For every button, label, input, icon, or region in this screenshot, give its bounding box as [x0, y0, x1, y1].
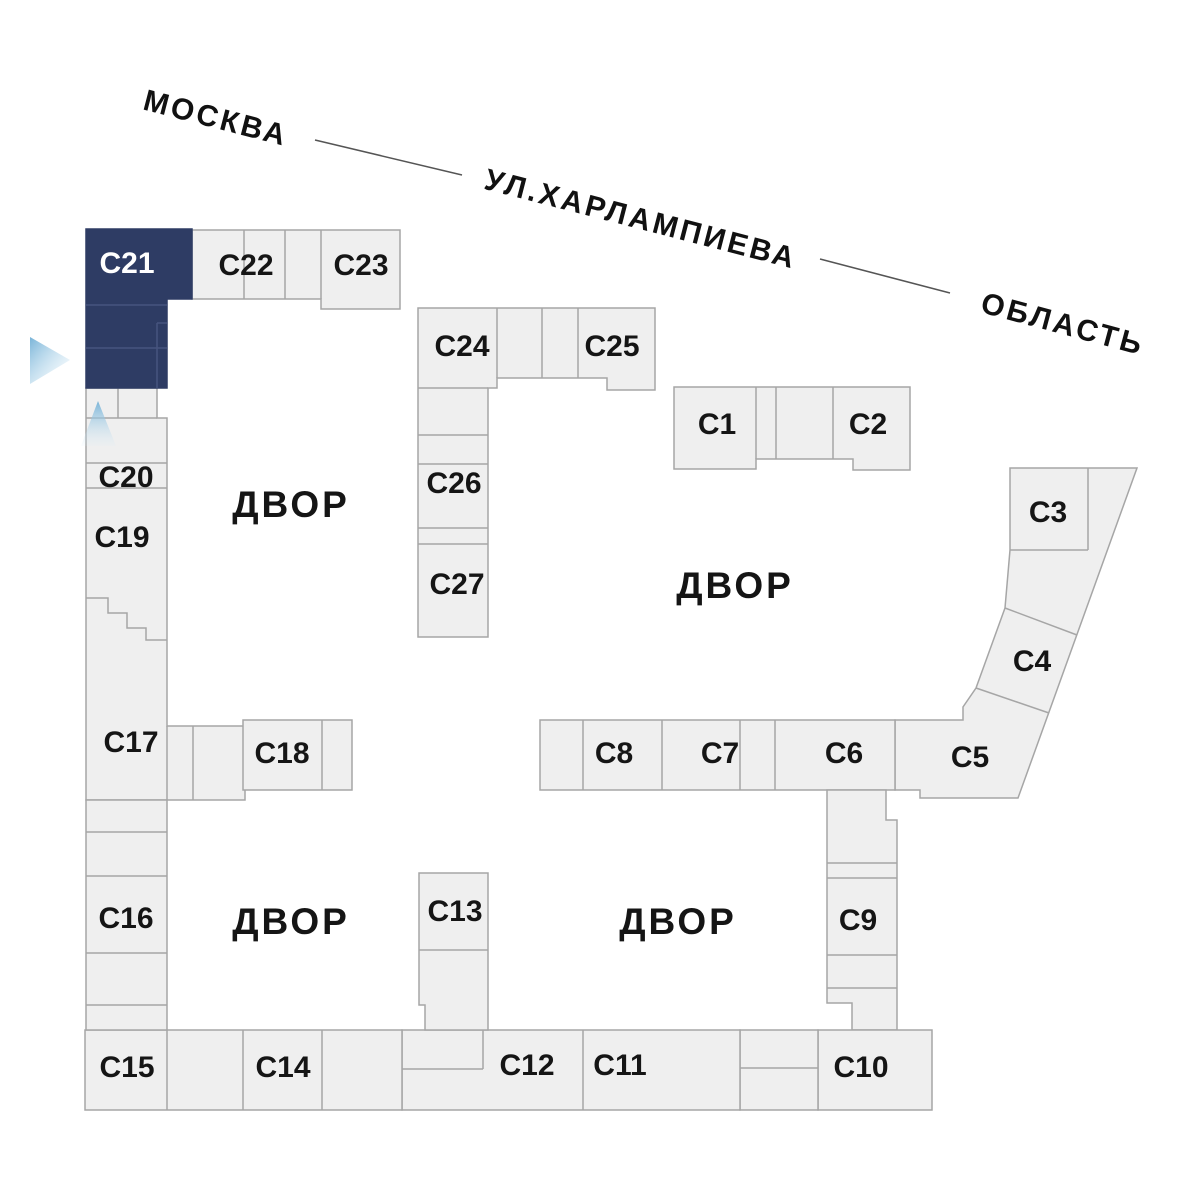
- building-label-c21[interactable]: С21: [99, 247, 154, 280]
- building-block-c18[interactable]: [242, 719, 353, 791]
- building-block-c1-c2[interactable]: [673, 386, 911, 471]
- courtyard-label-3: ДВОР: [232, 901, 350, 942]
- building-block-c16[interactable]: [85, 799, 168, 1031]
- courtyard-labels: ДВОР ДВОР ДВОР ДВОР: [232, 484, 794, 942]
- building-block-c8-c7-c6[interactable]: [539, 719, 896, 791]
- street-region-label: ОБЛАСТЬ: [977, 287, 1148, 362]
- building-label-c18[interactable]: С18: [254, 737, 309, 770]
- building-label-c19[interactable]: С19: [94, 521, 149, 554]
- arrow-up-icon: [81, 401, 116, 446]
- building-label-c9[interactable]: С9: [839, 904, 877, 937]
- building-label-c20[interactable]: С20: [98, 461, 153, 494]
- courtyard-label-2: ДВОР: [676, 565, 794, 606]
- building-label-c22[interactable]: С22: [218, 249, 273, 282]
- building-label-c14[interactable]: С14: [255, 1051, 310, 1084]
- building-label-c24[interactable]: С24: [434, 330, 489, 363]
- building-block-c9[interactable]: [826, 789, 898, 1031]
- building-block-c13[interactable]: [418, 872, 489, 1031]
- building-label-c1[interactable]: С1: [698, 408, 736, 441]
- building-label-c7[interactable]: С7: [701, 737, 739, 770]
- building-label-c15[interactable]: С15: [99, 1051, 154, 1084]
- street-line-left: [314, 139, 463, 176]
- building-label-c3[interactable]: С3: [1029, 496, 1067, 529]
- building-label-c2[interactable]: С2: [849, 408, 887, 441]
- building-label-c10[interactable]: С10: [833, 1051, 888, 1084]
- building-block-c24-c27[interactable]: [417, 307, 656, 638]
- building-block-c3-c4-c5[interactable]: [894, 467, 1139, 799]
- building-blocks: [84, 228, 1139, 1111]
- building-block-c21-selected[interactable]: [85, 228, 193, 389]
- street-city-label: МОСКВА: [140, 84, 292, 153]
- building-label-c6[interactable]: С6: [825, 737, 863, 770]
- building-label-c16[interactable]: С16: [98, 902, 153, 935]
- building-label-c27[interactable]: С27: [429, 568, 484, 601]
- building-label-c26[interactable]: С26: [426, 467, 481, 500]
- building-label-c17[interactable]: С17: [103, 726, 158, 759]
- building-label-c4[interactable]: С4: [1013, 645, 1052, 678]
- arrow-right-icon: [30, 337, 70, 384]
- building-label-c12[interactable]: С12: [499, 1049, 554, 1082]
- building-label-c11[interactable]: С11: [593, 1049, 646, 1082]
- building-block-c10-annex[interactable]: [739, 1029, 819, 1111]
- building-block-c12-c11[interactable]: [401, 1029, 741, 1111]
- building-label-c23[interactable]: С23: [333, 249, 388, 282]
- courtyard-label-4: ДВОР: [619, 901, 737, 942]
- courtyard-label-1: ДВОР: [232, 484, 350, 525]
- building-label-c13[interactable]: С13: [427, 895, 482, 928]
- street-line-right: [819, 258, 951, 294]
- building-label-c5[interactable]: С5: [951, 741, 989, 774]
- building-label-c25[interactable]: С25: [584, 330, 639, 363]
- street-name-label: УЛ.ХАРЛАМПИЕВА: [481, 163, 800, 275]
- building-labels: С1 С2 С3 С4 С5 С6 С7 С8 С9 С10 С11 С12 С…: [94, 247, 1067, 1084]
- building-block-c15-c14[interactable]: [84, 1029, 403, 1111]
- building-label-c8[interactable]: С8: [595, 737, 633, 770]
- plan-arrows: [30, 337, 116, 446]
